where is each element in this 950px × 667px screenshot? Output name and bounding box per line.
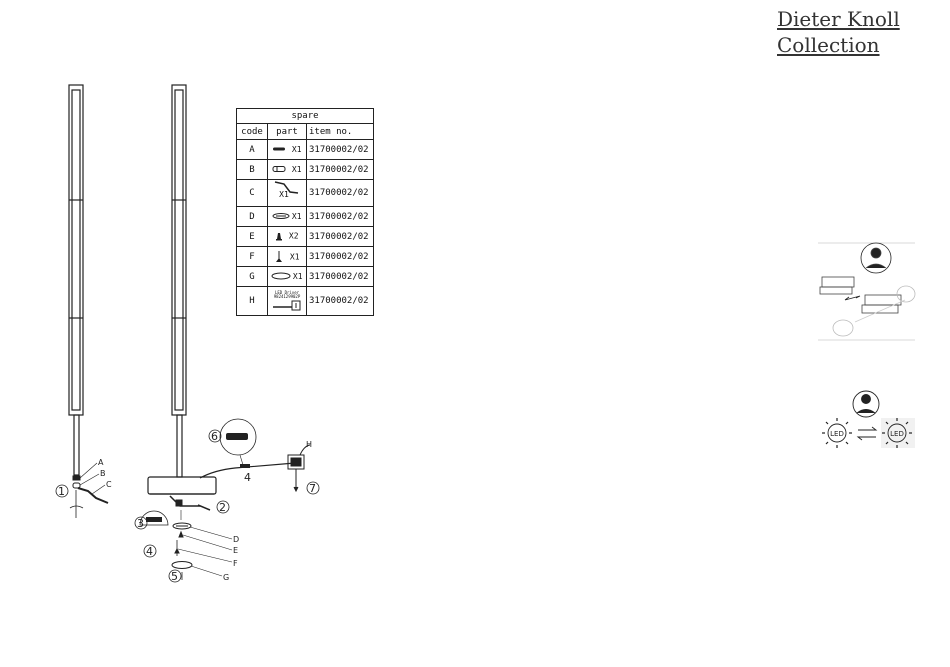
step-5-label: 5 [171,570,178,583]
led-replacement-illustration [822,391,915,448]
step-6-label: 6 [211,430,218,443]
led-badge-left: LED [830,430,844,438]
lamp-pole-left [69,85,83,475]
led-badge-right: LED [890,430,904,438]
left-base-parts [70,476,108,518]
label-f: F [233,559,238,568]
label-b: B [100,469,106,478]
step-1-label: 1 [58,485,65,498]
lamp-base-plate [148,477,216,494]
driver-replacement-illustration [818,243,915,340]
step-3-label: 3 [137,517,144,530]
label-a: A [98,458,104,467]
adapter-h [288,445,310,491]
step-4-label: 4 [146,545,153,558]
lamp-pole-right [172,85,186,477]
callout-4-label: 4 [244,471,251,484]
under-base-parts [170,496,210,580]
step-2-label: 2 [219,501,226,514]
label-d: D [233,535,239,544]
label-e: E [233,546,238,555]
label-h: H [306,440,312,449]
label-g: G [223,573,229,582]
step-7-label: 7 [309,482,316,495]
label-c: C [106,480,112,489]
